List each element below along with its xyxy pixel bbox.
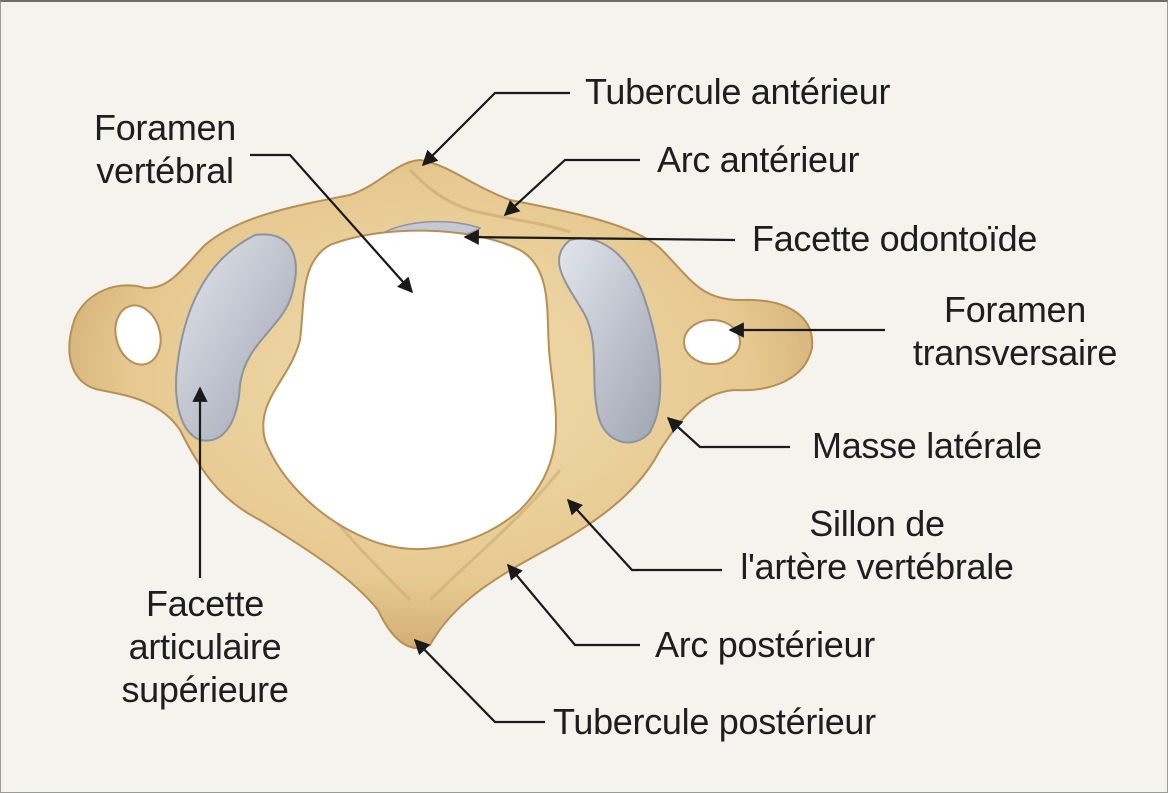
leader-facette-odontoide bbox=[463, 229, 736, 245]
label-facette-articulaire: Facette articulaire supérieure bbox=[121, 583, 289, 710]
leader-tubercule-anterieur bbox=[421, 91, 570, 167]
label-facette-odontoide: Facette odontoïde bbox=[752, 218, 1038, 259]
right-superior-facet bbox=[558, 237, 662, 444]
label-arc-posterieur: Arc postérieur bbox=[655, 624, 875, 665]
leader-tubercule-posterieur bbox=[413, 638, 545, 724]
vertebral-foramen bbox=[262, 229, 558, 550]
leader-sillon-artere bbox=[566, 498, 722, 572]
leader-arc-posterieur bbox=[507, 563, 640, 647]
label-foramen-vertebral: Foramen vertébral bbox=[94, 107, 236, 191]
label-sillon-artere: Sillon de l'artère vertébrale bbox=[740, 503, 1014, 587]
label-masse-laterale: Masse latérale bbox=[812, 425, 1042, 466]
left-transverse-foramen bbox=[114, 304, 162, 366]
label-tubercule-posterieur: Tubercule postérieur bbox=[553, 701, 876, 742]
right-transverse-foramen bbox=[683, 319, 741, 365]
leader-arc-anterieur bbox=[503, 158, 640, 217]
leader-masse-laterale bbox=[666, 416, 790, 449]
label-foramen-transversaire: Foramen transversaire bbox=[912, 289, 1118, 373]
label-tubercule-anterieur: Tubercule antérieur bbox=[585, 71, 891, 112]
label-arc-anterieur: Arc antérieur bbox=[657, 139, 860, 180]
leader-foramen-vertebral bbox=[250, 153, 414, 294]
